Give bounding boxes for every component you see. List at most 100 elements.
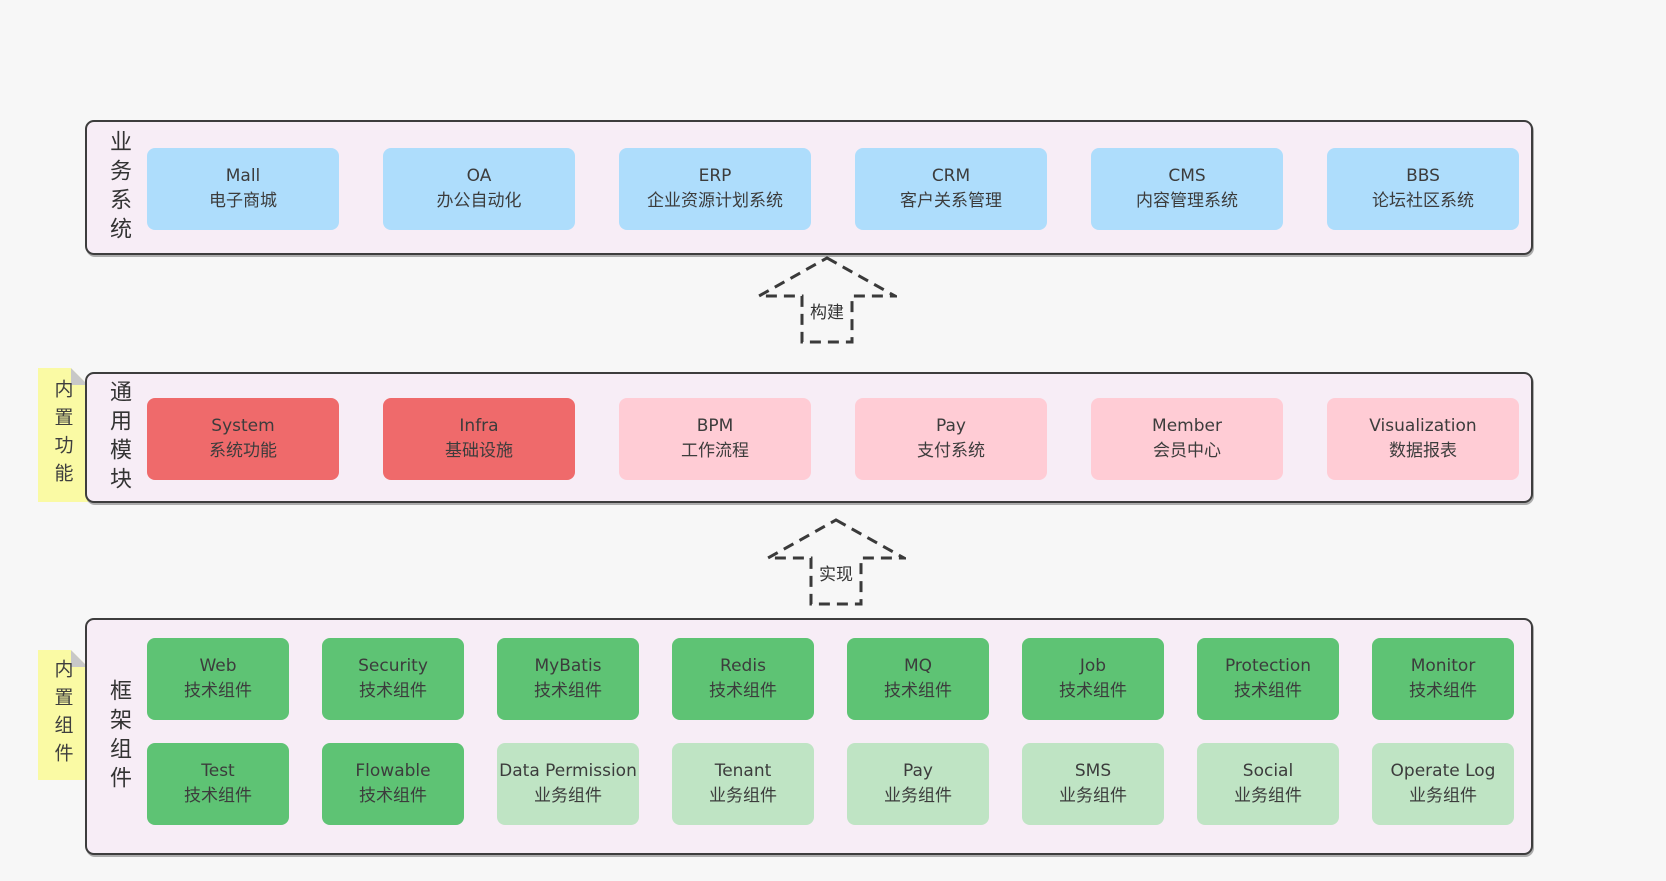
box-subtitle: 企业资源计划系统: [647, 191, 783, 211]
box-pay-module: Pay 支付系统: [855, 398, 1047, 480]
box-subtitle: 业务组件: [1409, 786, 1477, 806]
sticky-note-built-in-features: 内置功能: [38, 368, 88, 502]
box-title: Pay: [903, 760, 933, 781]
dashed-up-arrow-icon: [757, 256, 897, 344]
layer-label-modules: 通用模块: [106, 379, 131, 496]
box-test: Test 技术组件: [147, 743, 289, 825]
box-subtitle: 技术组件: [1059, 681, 1127, 701]
box-bpm: BPM 工作流程: [619, 398, 811, 480]
box-system: System 系统功能: [147, 398, 339, 480]
box-subtitle: 技术组件: [184, 786, 252, 806]
box-title: Job: [1079, 655, 1107, 676]
box-monitor: Monitor 技术组件: [1372, 638, 1514, 720]
business-row: Mall 电子商城 OA 办公自动化 ERP 企业资源计划系统 CRM 客户关系…: [147, 148, 1519, 230]
box-title: Mall: [225, 165, 261, 186]
components-row-2: Test 技术组件 Flowable 技术组件 Data Permission …: [147, 743, 1514, 825]
box-title: Redis: [720, 655, 766, 676]
business-systems-layer: 业务系统 Mall 电子商城 OA 办公自动化 ERP 企业资源计划系统 CRM…: [85, 120, 1533, 255]
box-subtitle: 技术组件: [1409, 681, 1477, 701]
common-modules-layer: 通用模块 System 系统功能 Infra 基础设施 BPM 工作流程 Pay…: [85, 372, 1533, 503]
box-subtitle: 客户关系管理: [900, 191, 1002, 211]
box-title: Tenant: [714, 760, 772, 781]
layer-label-business: 业务系统: [106, 129, 131, 246]
box-subtitle: 数据报表: [1389, 441, 1457, 461]
box-title: Test: [201, 760, 235, 781]
box-subtitle: 业务组件: [1234, 786, 1302, 806]
box-subtitle: 电子商城: [209, 191, 277, 211]
box-title: CMS: [1168, 165, 1206, 186]
box-title: Monitor: [1410, 655, 1476, 676]
box-bbs: BBS 论坛社区系统: [1327, 148, 1519, 230]
implement-arrow: 实现: [766, 518, 906, 606]
box-infra: Infra 基础设施: [383, 398, 575, 480]
box-title: Operate Log: [1390, 760, 1496, 781]
box-subtitle: 内容管理系统: [1136, 191, 1238, 211]
box-title: Pay: [936, 415, 966, 436]
box-mq: MQ 技术组件: [847, 638, 989, 720]
box-pay-component: Pay 业务组件: [847, 743, 989, 825]
box-title: SMS: [1074, 760, 1112, 781]
box-subtitle: 会员中心: [1153, 441, 1221, 461]
box-subtitle: 技术组件: [709, 681, 777, 701]
box-job: Job 技术组件: [1022, 638, 1164, 720]
note-text: 内置组件: [51, 659, 74, 771]
box-subtitle: 工作流程: [681, 441, 749, 461]
box-tenant: Tenant 业务组件: [672, 743, 814, 825]
box-title: Protection: [1224, 655, 1311, 676]
box-subtitle: 技术组件: [359, 681, 427, 701]
box-cms: CMS 内容管理系统: [1091, 148, 1283, 230]
box-oa: OA 办公自动化: [383, 148, 575, 230]
box-crm: CRM 客户关系管理: [855, 148, 1047, 230]
components-row-1: Web 技术组件 Security 技术组件 MyBatis 技术组件 Redi…: [147, 638, 1514, 720]
box-subtitle: 业务组件: [884, 786, 952, 806]
box-subtitle: 论坛社区系统: [1372, 191, 1474, 211]
box-title: MyBatis: [534, 655, 602, 676]
box-title: OA: [466, 165, 492, 186]
layer-label-components: 框架组件: [106, 678, 131, 795]
arrow-label: 构建: [810, 303, 844, 323]
sticky-note-built-in-components: 内置组件: [38, 650, 88, 780]
box-operate-log: Operate Log 业务组件: [1372, 743, 1514, 825]
box-erp: ERP 企业资源计划系统: [619, 148, 811, 230]
box-title: Visualization: [1369, 415, 1477, 436]
box-sms: SMS 业务组件: [1022, 743, 1164, 825]
box-subtitle: 技术组件: [1234, 681, 1302, 701]
box-member: Member 会员中心: [1091, 398, 1283, 480]
box-subtitle: 基础设施: [445, 441, 513, 461]
box-title: Member: [1152, 415, 1222, 436]
box-title: Data Permission: [499, 760, 637, 781]
box-subtitle: 支付系统: [917, 441, 985, 461]
box-title: ERP: [698, 165, 732, 186]
box-title: CRM: [931, 165, 971, 186]
box-subtitle: 系统功能: [209, 441, 277, 461]
box-subtitle: 技术组件: [359, 786, 427, 806]
box-mybatis: MyBatis 技术组件: [497, 638, 639, 720]
dashed-up-arrow-icon: [766, 518, 906, 606]
box-title: BBS: [1406, 165, 1440, 186]
arrow-label: 实现: [819, 565, 853, 585]
box-protection: Protection 技术组件: [1197, 638, 1339, 720]
box-title: Flowable: [355, 760, 431, 781]
box-data-permission: Data Permission 业务组件: [497, 743, 639, 825]
box-subtitle: 业务组件: [1059, 786, 1127, 806]
box-subtitle: 技术组件: [884, 681, 952, 701]
box-title: BPM: [696, 415, 734, 436]
box-web: Web 技术组件: [147, 638, 289, 720]
box-subtitle: 业务组件: [534, 786, 602, 806]
box-title: System: [211, 415, 275, 436]
box-title: Security: [358, 655, 428, 676]
modules-row: System 系统功能 Infra 基础设施 BPM 工作流程 Pay 支付系统…: [147, 398, 1519, 480]
note-text: 内置功能: [51, 379, 74, 491]
box-subtitle: 办公自动化: [436, 191, 522, 211]
box-visualization: Visualization 数据报表: [1327, 398, 1519, 480]
box-subtitle: 技术组件: [534, 681, 602, 701]
box-subtitle: 业务组件: [709, 786, 777, 806]
box-redis: Redis 技术组件: [672, 638, 814, 720]
build-arrow: 构建: [757, 256, 897, 344]
box-title: MQ: [903, 655, 933, 676]
box-title: Infra: [459, 415, 499, 436]
box-mall: Mall 电子商城: [147, 148, 339, 230]
box-security: Security 技术组件: [322, 638, 464, 720]
box-social: Social 业务组件: [1197, 743, 1339, 825]
